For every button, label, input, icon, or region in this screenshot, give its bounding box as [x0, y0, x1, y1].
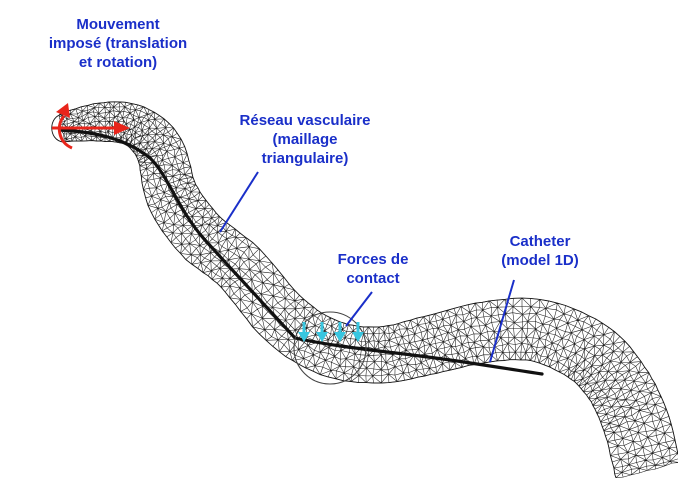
label-contact-line-2: contact: [318, 269, 428, 288]
label-movement-line-1: Mouvement: [18, 15, 218, 34]
label-vascular-line-3: triangulaire): [205, 149, 405, 168]
label-contact: Forces de contact: [318, 250, 428, 288]
label-vascular-line-2: (maillage: [205, 130, 405, 149]
label-catheter-line-2: (model 1D): [475, 251, 605, 270]
label-vascular: Réseau vasculaire (maillage triangulaire…: [205, 111, 405, 168]
label-movement-line-2: imposé (translation: [18, 34, 218, 53]
label-movement: Mouvement imposé (translation et rotatio…: [18, 15, 218, 72]
label-catheter-line-1: Catheter: [475, 232, 605, 251]
label-contact-line-1: Forces de: [318, 250, 428, 269]
label-movement-line-3: et rotation): [18, 53, 218, 72]
label-catheter: Catheter (model 1D): [475, 232, 605, 270]
label-vascular-line-1: Réseau vasculaire: [205, 111, 405, 130]
